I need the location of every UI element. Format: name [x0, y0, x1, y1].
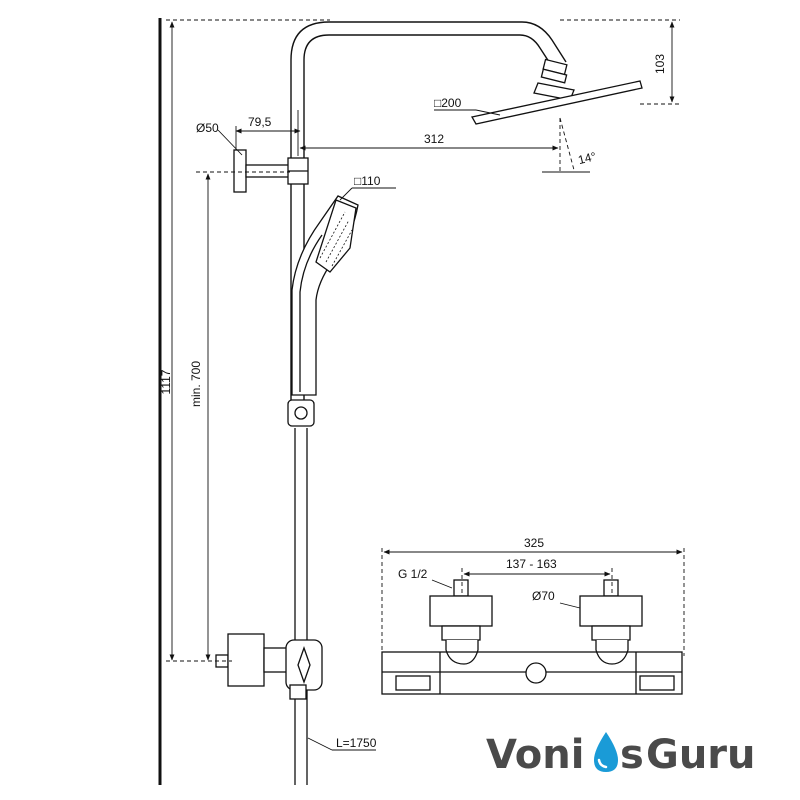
head-shower — [470, 58, 643, 125]
water-drop-icon — [594, 732, 618, 772]
dim-connection-diameter: Ø70 — [532, 589, 555, 603]
dimension-lines — [166, 19, 680, 751]
dim-head-drop: 103 — [653, 54, 667, 74]
valve-dimension-lines — [381, 548, 685, 656]
vonios-guru-logo: Voni s Guru — [486, 732, 756, 778]
dim-head-size: □200 — [434, 96, 462, 110]
valve-front-view — [381, 579, 683, 695]
dim-bracket-diameter: Ø50 — [196, 121, 219, 135]
dim-hand-shower-size: □110 — [354, 174, 381, 188]
dim-thread: G 1/2 — [398, 567, 428, 581]
logo-text-voni: Voni — [486, 732, 584, 778]
hand-shower — [287, 195, 359, 427]
dim-hose-length: L=1750 — [336, 736, 377, 750]
dim-total-height: 1117 — [159, 369, 173, 394]
dim-head-reach: 312 — [424, 132, 444, 146]
wall-bracket — [233, 149, 309, 193]
logo-text-guru: Guru — [646, 732, 756, 778]
dim-arm-offset: 79,5 — [248, 115, 272, 129]
dim-head-tilt: 14° — [577, 149, 598, 167]
valve-side-view — [215, 633, 323, 700]
dim-connection-centres: 137 - 163 — [506, 557, 557, 571]
hose — [294, 428, 308, 785]
logo-text-s: s — [620, 732, 644, 778]
dim-min-height: min. 700 — [189, 361, 203, 407]
dim-valve-width: 325 — [524, 536, 544, 550]
